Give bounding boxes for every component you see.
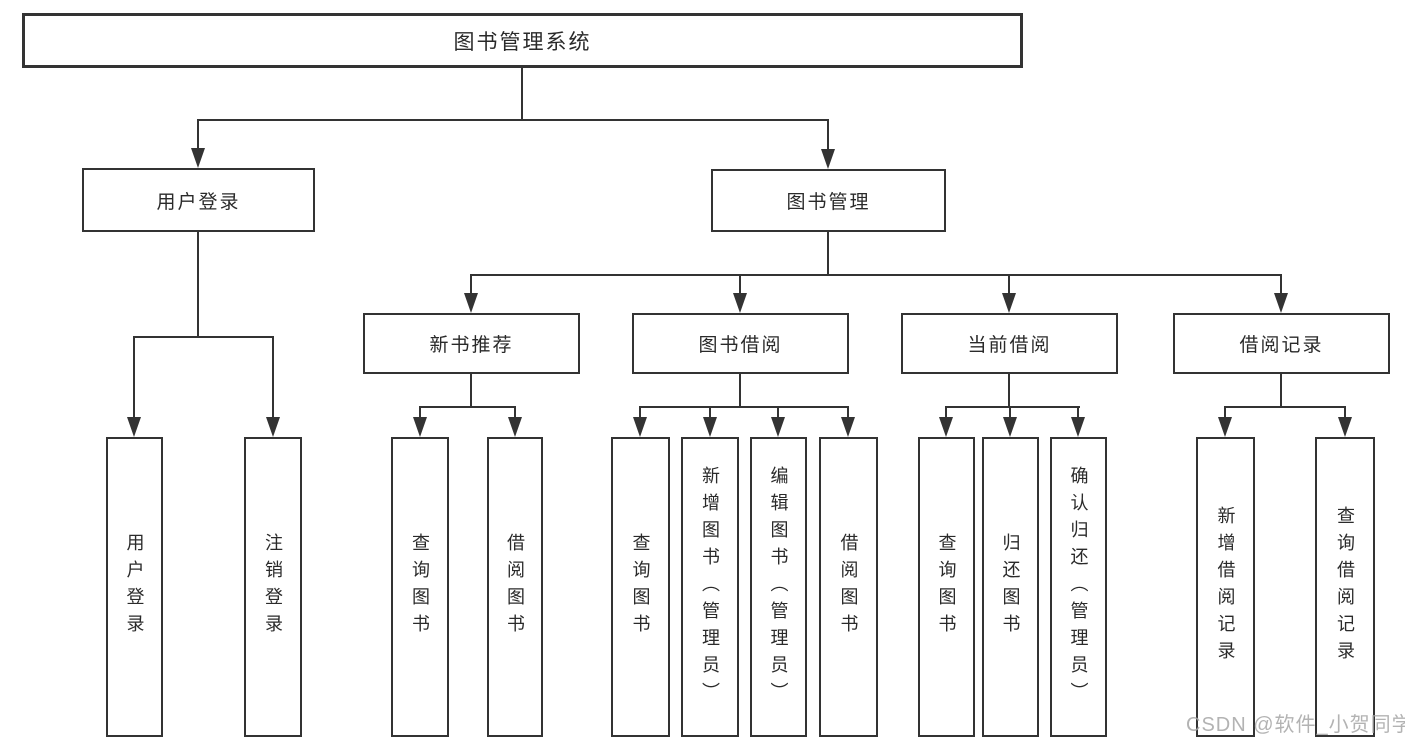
leaf-borrow-add-label: 新增图书（管理员） bbox=[700, 465, 720, 709]
leaf-logout: 注销登录 bbox=[244, 437, 302, 737]
arrowhead-current-borrow-icon bbox=[1002, 293, 1016, 313]
leaf-borrow-query-label: 查询图书 bbox=[630, 533, 651, 641]
node-root: 图书管理系统 bbox=[22, 13, 1023, 68]
connector-newbookrec-tee bbox=[420, 406, 516, 408]
leaf-current-return: 归还图书 bbox=[982, 437, 1039, 737]
connector-shaft-cb-confirm bbox=[1077, 406, 1079, 421]
connector-currentborrow-tee bbox=[946, 406, 1080, 408]
node-root-label: 图书管理系统 bbox=[453, 30, 592, 54]
node-book-mgmt: 图书管理 bbox=[711, 169, 946, 232]
connector-userlogin-tee bbox=[134, 336, 274, 338]
connector-shaft-bb-query bbox=[639, 406, 641, 421]
node-new-book-rec-label: 新书推荐 bbox=[429, 335, 514, 356]
leaf-records-add: 新增借阅记录 bbox=[1196, 437, 1255, 737]
connector-shaft-current-borrow bbox=[1008, 274, 1010, 297]
arrowhead-cb-confirm-icon bbox=[1071, 417, 1085, 437]
connector-shaft-cb-query bbox=[945, 406, 947, 421]
arrowhead-cb-return-icon bbox=[1003, 417, 1017, 437]
connector-currentborrow-stem bbox=[1008, 374, 1010, 407]
arrowhead-nbr-borrow-icon bbox=[508, 417, 522, 437]
leaf-current-confirm: 确认归还（管理员） bbox=[1050, 437, 1107, 737]
connector-newbookrec-stem bbox=[470, 374, 472, 407]
arrowhead-bb-borrow-icon bbox=[841, 417, 855, 437]
leaf-newbook-query: 查询图书 bbox=[391, 437, 449, 737]
connector-bookborrow-stem bbox=[739, 374, 741, 407]
arrowhead-user-login-icon bbox=[191, 148, 205, 168]
node-borrow-records-label: 借阅记录 bbox=[1239, 335, 1324, 356]
leaf-borrow-borrow: 借阅图书 bbox=[819, 437, 878, 737]
connector-shaft-book-borrow bbox=[739, 274, 741, 297]
connector-shaft-cb-return bbox=[1009, 406, 1011, 421]
leaf-current-confirm-label: 确认归还（管理员） bbox=[1068, 465, 1089, 709]
connector-borrowrecords-tee bbox=[1225, 406, 1346, 408]
arrowhead-br-add-icon bbox=[1218, 417, 1232, 437]
arrowhead-nbr-query-icon bbox=[413, 417, 427, 437]
node-book-mgmt-label: 图书管理 bbox=[786, 192, 871, 213]
leaf-current-return-label: 归还图书 bbox=[1000, 533, 1021, 641]
arrowhead-br-query-icon bbox=[1338, 417, 1352, 437]
leaf-newbook-borrow: 借阅图书 bbox=[487, 437, 543, 737]
connector-borrowrecords-stem bbox=[1280, 374, 1282, 407]
connector-shaft-leaf-user-login bbox=[133, 336, 135, 422]
connector-shaft-br-add bbox=[1224, 406, 1226, 421]
arrowhead-leaf-user-login-icon bbox=[127, 417, 141, 437]
node-book-borrow: 图书借阅 bbox=[632, 313, 849, 374]
leaf-borrow-edit: 编辑图书（管理员） bbox=[750, 437, 807, 737]
leaf-newbook-borrow-label: 借阅图书 bbox=[505, 533, 525, 641]
leaf-newbook-query-label: 查询图书 bbox=[410, 533, 430, 641]
node-current-borrow-label: 当前借阅 bbox=[967, 335, 1052, 356]
leaf-borrow-add: 新增图书（管理员） bbox=[681, 437, 739, 737]
connector-shaft-nbr-query bbox=[419, 406, 421, 421]
leaf-user-login: 用户登录 bbox=[106, 437, 163, 737]
arrowhead-bb-edit-icon bbox=[771, 417, 785, 437]
connector-shaft-bb-edit bbox=[777, 406, 779, 421]
connector-bookmgmt-stem bbox=[827, 232, 829, 275]
connector-root-tee bbox=[197, 119, 829, 121]
connector-bookborrow-tee bbox=[640, 406, 849, 408]
leaf-borrow-borrow-label: 借阅图书 bbox=[838, 533, 859, 641]
leaf-records-query: 查询借阅记录 bbox=[1315, 437, 1375, 737]
node-user-login: 用户登录 bbox=[82, 168, 315, 232]
leaf-borrow-edit-label: 编辑图书（管理员） bbox=[768, 465, 789, 709]
connector-shaft-new-book-rec bbox=[470, 274, 472, 297]
leaf-borrow-query: 查询图书 bbox=[611, 437, 670, 737]
connector-shaft-bb-borrow bbox=[847, 406, 849, 421]
arrowhead-book-mgmt-icon bbox=[821, 149, 835, 169]
leaf-current-query-label: 查询图书 bbox=[936, 533, 957, 641]
arrowhead-borrow-records-icon bbox=[1274, 293, 1288, 313]
node-current-borrow: 当前借阅 bbox=[901, 313, 1118, 374]
node-book-borrow-label: 图书借阅 bbox=[698, 335, 783, 356]
connector-userlogin-stem bbox=[197, 232, 199, 337]
arrowhead-leaf-logout-icon bbox=[266, 417, 280, 437]
connector-shaft-leaf-logout bbox=[272, 336, 274, 422]
connector-root-stem bbox=[521, 68, 523, 120]
node-borrow-records: 借阅记录 bbox=[1173, 313, 1390, 374]
arrowhead-bb-add-icon bbox=[703, 417, 717, 437]
leaf-current-query: 查询图书 bbox=[918, 437, 975, 737]
connector-shaft-bb-add bbox=[709, 406, 711, 421]
arrowhead-cb-query-icon bbox=[939, 417, 953, 437]
leaf-records-query-label: 查询借阅记录 bbox=[1335, 506, 1355, 668]
leaf-records-add-label: 新增借阅记录 bbox=[1215, 506, 1236, 668]
connector-bookmgmt-tee bbox=[471, 274, 1282, 276]
connector-shaft-borrow-records bbox=[1280, 274, 1282, 297]
leaf-logout-label: 注销登录 bbox=[263, 533, 283, 641]
csdn-watermark: CSDN @软件_小贺同学 bbox=[1186, 714, 1405, 736]
connector-shaft-br-query bbox=[1344, 406, 1346, 421]
arrowhead-new-book-rec-icon bbox=[464, 293, 478, 313]
node-user-login-label: 用户登录 bbox=[156, 191, 241, 213]
connector-shaft-user-login bbox=[197, 119, 199, 153]
leaf-user-login-label: 用户登录 bbox=[124, 533, 145, 641]
arrowhead-book-borrow-icon bbox=[733, 293, 747, 313]
connector-shaft-book-mgmt bbox=[827, 119, 829, 153]
node-new-book-rec: 新书推荐 bbox=[363, 313, 580, 374]
arrowhead-bb-query-icon bbox=[633, 417, 647, 437]
connector-shaft-nbr-borrow bbox=[514, 406, 516, 421]
